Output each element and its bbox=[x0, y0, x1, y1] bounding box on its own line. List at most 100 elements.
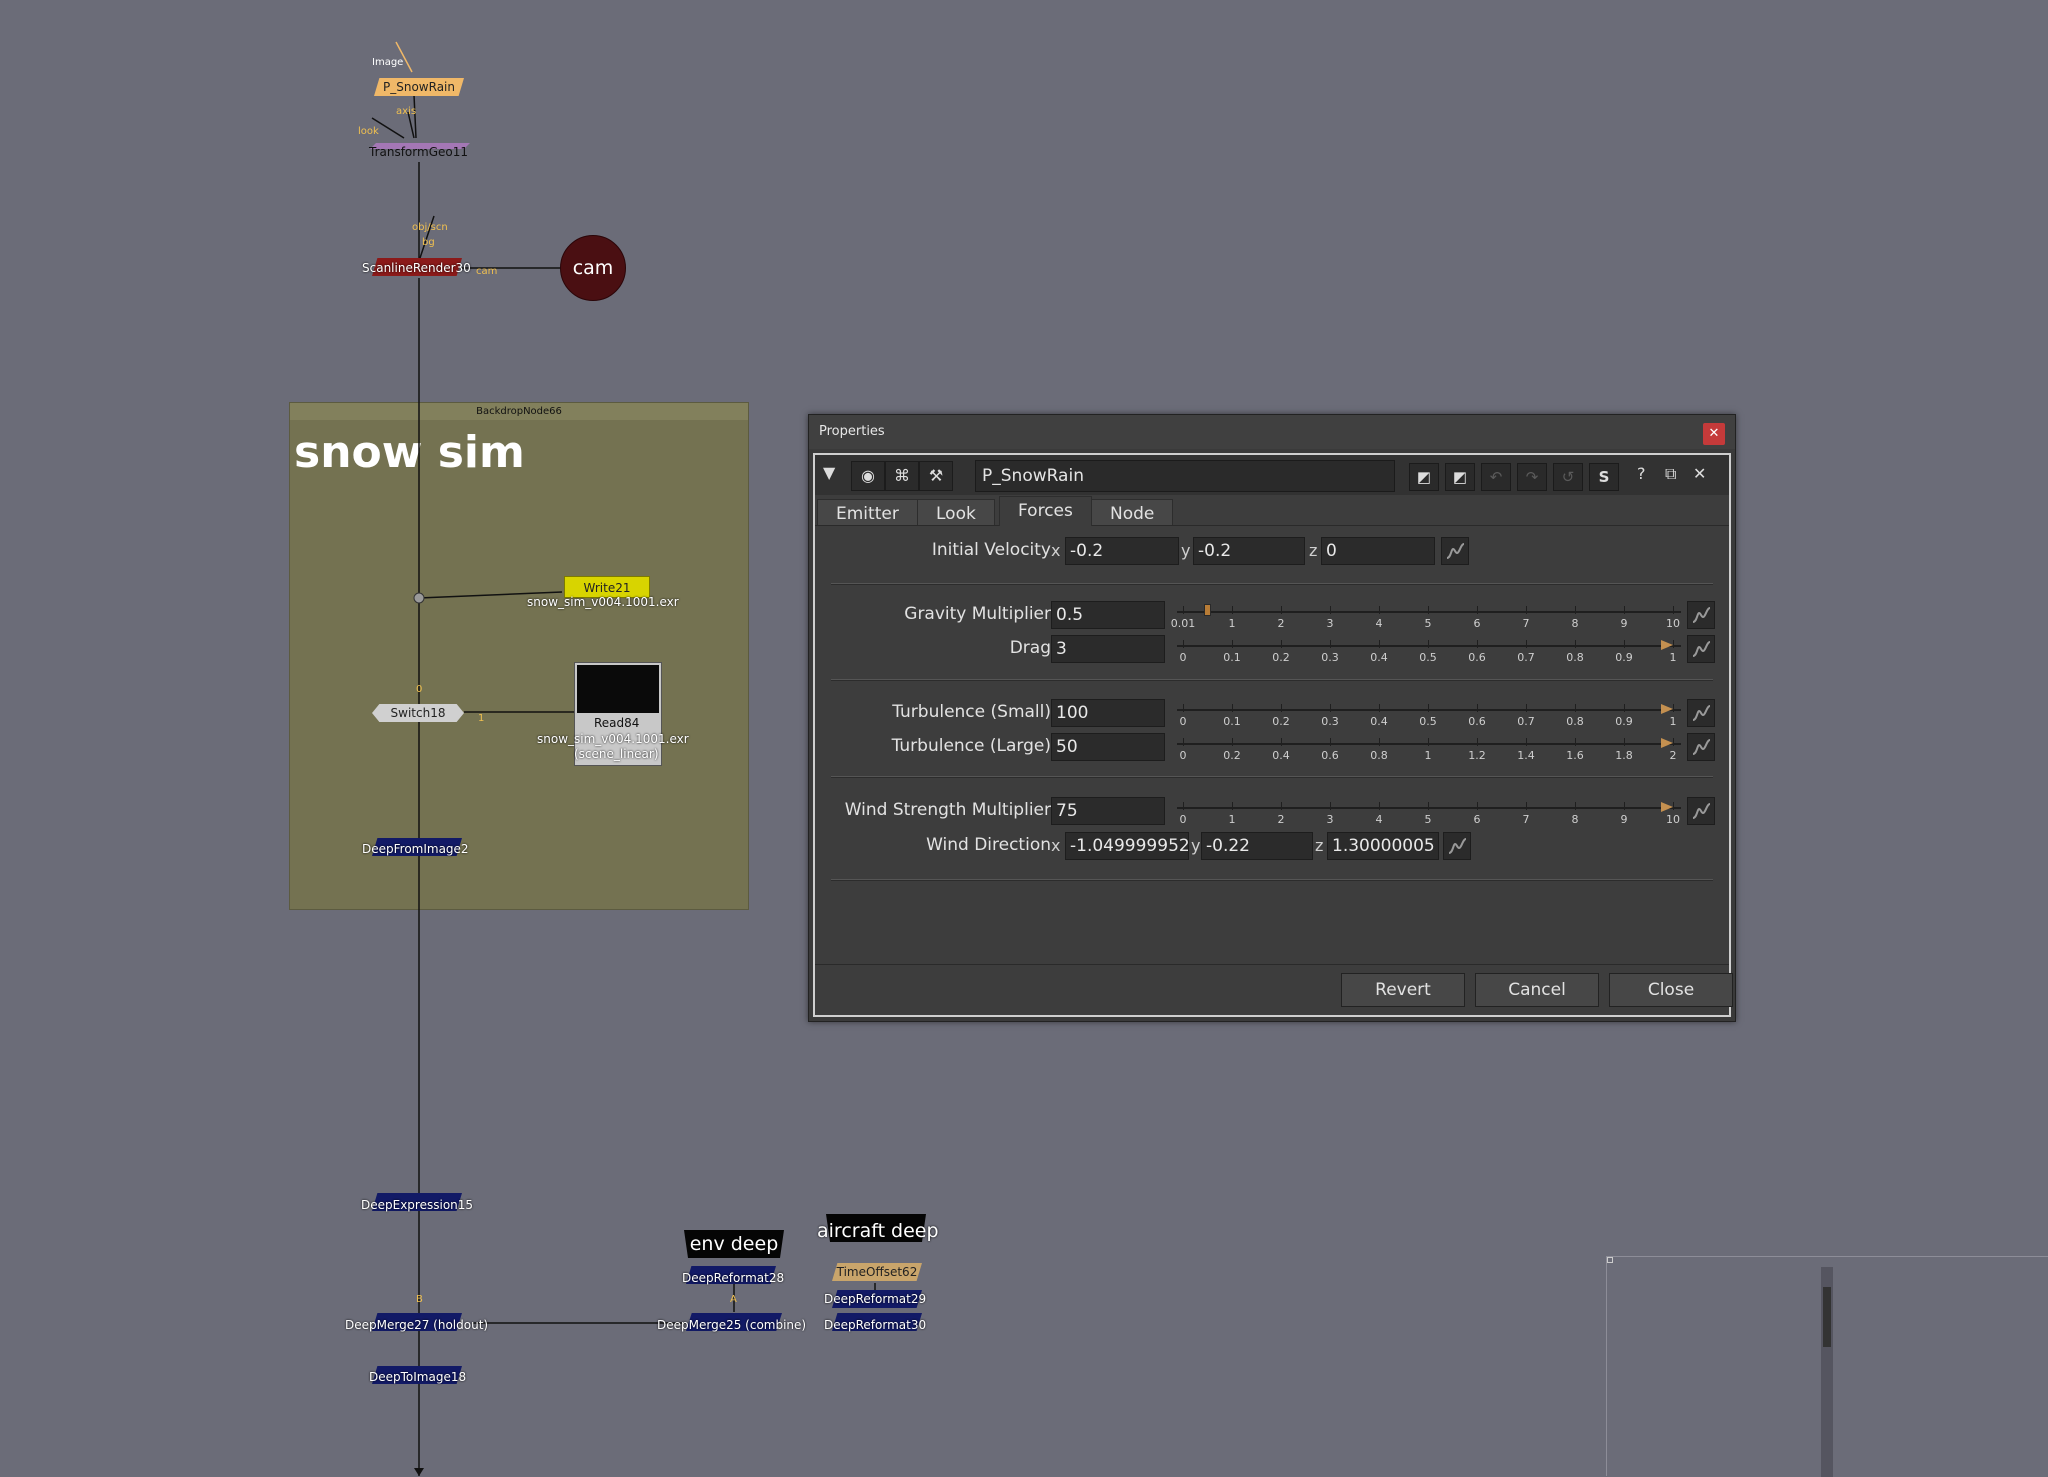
undo-icon[interactable]: ↶ bbox=[1481, 463, 1511, 491]
node-switch[interactable]: Switch18 bbox=[372, 704, 464, 722]
slider-tick bbox=[1575, 802, 1576, 810]
initial-velocity-x-input[interactable]: -0.2 bbox=[1065, 537, 1179, 565]
wind-direction-z-input[interactable]: 1.30000005 bbox=[1327, 832, 1439, 860]
drag-input[interactable]: 3 bbox=[1051, 635, 1165, 663]
slider-track bbox=[1177, 743, 1681, 745]
slider-tick-label: 0.2 bbox=[1223, 749, 1241, 762]
slider-tick bbox=[1575, 640, 1576, 648]
initial-velocity-z-input[interactable]: 0 bbox=[1321, 537, 1435, 565]
drag-label: Drag bbox=[1009, 638, 1051, 658]
node-deepreformat29[interactable] bbox=[832, 1290, 922, 1308]
node-deepreformat28[interactable] bbox=[686, 1266, 776, 1284]
node-name-field[interactable]: P_SnowRain bbox=[975, 460, 1395, 492]
wind-strength-input[interactable]: 75 bbox=[1051, 797, 1165, 825]
properties-panel[interactable]: Properties ✕ ▼ ◉ ⌘ ⚒ P_SnowRain ◩ ◩ ↶ ↷ … bbox=[808, 414, 1736, 1022]
node-scanlinerender-label: ScanlineRender30 bbox=[362, 261, 471, 275]
sticky-aircraft-deep[interactable] bbox=[826, 1214, 926, 1242]
revert-button[interactable]: Revert bbox=[1341, 973, 1465, 1007]
help-icon[interactable]: ? bbox=[1637, 464, 1646, 483]
node-deepfromimage-label: DeepFromImage2 bbox=[362, 842, 469, 856]
node-read[interactable] bbox=[574, 662, 662, 766]
drag-curve-icon[interactable] bbox=[1687, 635, 1715, 663]
node-deepfromimage[interactable] bbox=[372, 838, 462, 856]
tab-node[interactable]: Node bbox=[1091, 499, 1174, 525]
slider-tick-label: 1 bbox=[1669, 715, 1677, 728]
slider-tick bbox=[1428, 606, 1429, 614]
node-scanlinerender[interactable] bbox=[372, 258, 462, 276]
slider-track bbox=[1177, 709, 1681, 711]
turb-large-curve-icon[interactable] bbox=[1687, 733, 1715, 761]
wind-direction-x-input[interactable]: -1.049999952 bbox=[1065, 832, 1189, 860]
properties-close-icon[interactable]: ✕ bbox=[1703, 423, 1725, 445]
initial-velocity-y-input[interactable]: -0.2 bbox=[1193, 537, 1305, 565]
wind-strength-label: Wind Strength Multiplier bbox=[844, 800, 1051, 820]
slider-tick-label: 6 bbox=[1473, 617, 1481, 630]
node-p-snowrain[interactable]: P_SnowRain bbox=[374, 78, 464, 96]
minimap-corner-handle[interactable] bbox=[1607, 1257, 1613, 1263]
slider-tick-label: 0 bbox=[1179, 651, 1187, 664]
turb-large-input[interactable]: 50 bbox=[1051, 733, 1165, 761]
node-deepexpression[interactable] bbox=[372, 1193, 462, 1211]
camera-icon[interactable]: ⌘ bbox=[885, 461, 919, 491]
float-icon[interactable]: ⧉ bbox=[1665, 464, 1677, 483]
gravity-curve-icon[interactable] bbox=[1687, 601, 1715, 629]
tab-forces[interactable]: Forces bbox=[999, 496, 1092, 526]
node-timeoffset[interactable]: TimeOffset62 bbox=[832, 1263, 922, 1281]
node-transformgeo[interactable] bbox=[370, 143, 470, 157]
properties-footer: Revert Cancel Close bbox=[815, 964, 1733, 1015]
slider-tick bbox=[1232, 640, 1233, 648]
slider-tick bbox=[1281, 606, 1282, 614]
tab-emitter[interactable]: Emitter bbox=[817, 499, 918, 525]
gravity-input[interactable]: 0.5 bbox=[1051, 601, 1165, 629]
turb-small-curve-icon[interactable] bbox=[1687, 699, 1715, 727]
node-deeptoimage[interactable] bbox=[372, 1366, 462, 1384]
slider-tick-label: 0.01 bbox=[1170, 617, 1196, 630]
node-graph-minimap[interactable] bbox=[1606, 1256, 2048, 1477]
node-write[interactable]: Write21 bbox=[564, 576, 650, 598]
node-deepmerge25[interactable] bbox=[686, 1313, 782, 1331]
wind-direction-curve-icon[interactable] bbox=[1443, 832, 1471, 860]
properties-titlebar[interactable]: Properties ✕ bbox=[809, 415, 1735, 449]
slider-tick-label: 0 bbox=[1179, 813, 1187, 826]
slider-overflow-arrow-icon bbox=[1661, 738, 1673, 748]
initial-velocity-curve-icon[interactable] bbox=[1441, 537, 1469, 565]
sticky-aircraft-deep-label: aircraft deep bbox=[817, 1220, 939, 1242]
wrench-icon[interactable]: ⚒ bbox=[919, 461, 953, 491]
cancel-button[interactable]: Cancel bbox=[1475, 973, 1599, 1007]
slider-tick-label: 9 bbox=[1620, 813, 1628, 826]
iv-z-axis-label: z bbox=[1309, 541, 1318, 560]
revert-icon[interactable]: ↺ bbox=[1553, 463, 1583, 491]
close-icon[interactable]: ✕ bbox=[1693, 464, 1707, 483]
tab-look[interactable]: Look bbox=[917, 499, 995, 525]
s-icon[interactable]: S bbox=[1589, 463, 1619, 491]
sticky-env-deep[interactable]: env deep bbox=[684, 1230, 784, 1258]
node-deepreformat30[interactable] bbox=[832, 1313, 922, 1331]
slider-tick-label: 0.6 bbox=[1468, 651, 1486, 664]
redo-icon[interactable]: ↷ bbox=[1517, 463, 1547, 491]
close-button[interactable]: Close bbox=[1609, 973, 1733, 1007]
node-deepmerge27[interactable] bbox=[372, 1313, 462, 1331]
node-camera[interactable]: cam bbox=[560, 235, 626, 301]
toggle-b-icon[interactable]: ◩ bbox=[1445, 463, 1475, 491]
pin-cam: cam bbox=[476, 266, 498, 277]
slider-tick-label: 2 bbox=[1277, 617, 1285, 630]
viewer-icon[interactable]: ◉ bbox=[851, 461, 885, 491]
slider-tick bbox=[1379, 802, 1380, 810]
collapse-triangle-icon[interactable]: ▼ bbox=[823, 463, 836, 482]
wind-direction-y-input[interactable]: -0.22 bbox=[1201, 832, 1313, 860]
turb-small-input[interactable]: 100 bbox=[1051, 699, 1165, 727]
pin-switch-1: 1 bbox=[478, 713, 485, 724]
backdrop-node[interactable]: BackdropNode66 snow sim bbox=[289, 402, 749, 910]
slider-handle[interactable] bbox=[1204, 604, 1212, 616]
toggle-a-icon[interactable]: ◩ bbox=[1409, 463, 1439, 491]
slider-tick bbox=[1575, 738, 1576, 746]
wind-strength-curve-icon[interactable] bbox=[1687, 797, 1715, 825]
slider-tick bbox=[1281, 704, 1282, 712]
slider-tick bbox=[1624, 704, 1625, 712]
